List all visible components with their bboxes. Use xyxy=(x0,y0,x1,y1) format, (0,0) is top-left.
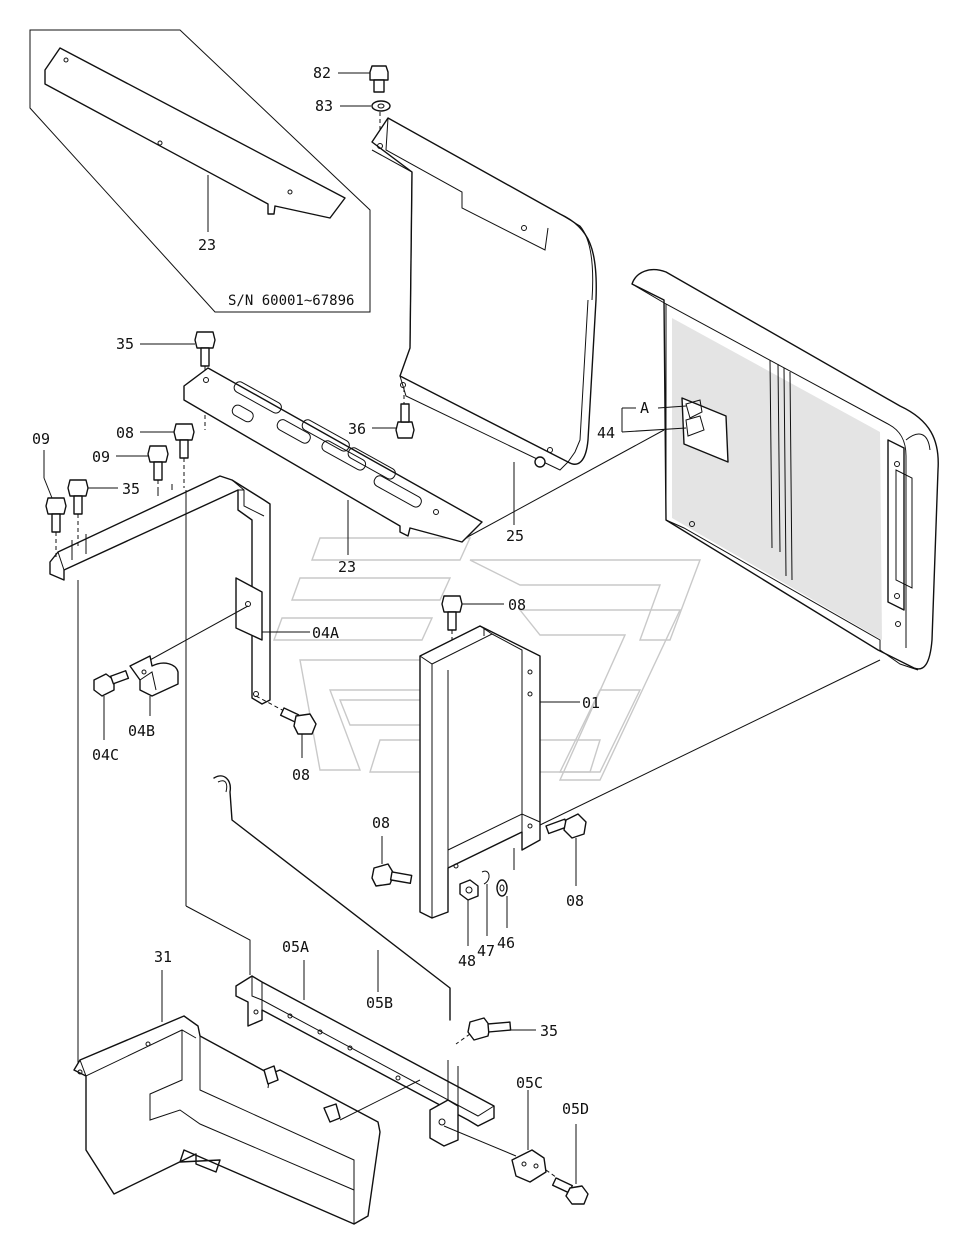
callout-04A: 04A xyxy=(312,624,339,642)
bolt-09-a xyxy=(45,497,67,533)
bolt-36 xyxy=(395,403,415,439)
callout-47: 47 xyxy=(477,942,495,960)
callout-23-inset: 23 xyxy=(198,236,216,254)
callout-35-left: 35 xyxy=(122,480,140,498)
callout-05A: 05A xyxy=(282,938,309,956)
bolt-35-top xyxy=(194,331,216,367)
callout-08-b: 08 xyxy=(292,766,310,784)
callout-46: 46 xyxy=(497,934,515,952)
callout-36: 36 xyxy=(348,420,366,438)
callout-05C: 05C xyxy=(516,1074,543,1092)
radiator-cover-44 xyxy=(631,268,939,671)
callout-35-top: 35 xyxy=(116,335,134,353)
rod-05B xyxy=(213,775,451,1021)
callout-09-b: 09 xyxy=(92,448,110,466)
bolt-35-left xyxy=(67,479,89,515)
bracket-05A xyxy=(235,975,495,1147)
stay-bracket xyxy=(49,475,271,705)
callout-44: 44 xyxy=(597,424,615,442)
callout-05B: 05B xyxy=(366,994,393,1012)
callout-01: 01 xyxy=(582,694,600,712)
frame-01 xyxy=(419,625,541,919)
serial-inset xyxy=(29,29,371,313)
nut-48 xyxy=(459,879,479,901)
bolt-08-a xyxy=(173,423,195,459)
cover-31 xyxy=(73,1015,381,1225)
bolt-04C xyxy=(93,670,130,697)
callout-08-a: 08 xyxy=(116,424,134,442)
callout-04C: 04C xyxy=(92,746,119,764)
callout-04B: 04B xyxy=(128,722,155,740)
callout-48: 48 xyxy=(458,952,476,970)
bolt-82 xyxy=(369,65,389,93)
plate-05C xyxy=(511,1149,547,1183)
callout-83: 83 xyxy=(315,97,333,115)
callout-09-a: 09 xyxy=(32,430,50,448)
bolt-08-e xyxy=(545,813,587,839)
callout-25: 25 xyxy=(506,527,524,545)
lockwasher-47 xyxy=(481,870,490,885)
bolt-05D xyxy=(551,1177,589,1205)
bolt-08-b xyxy=(279,707,317,735)
serial-number-note: S/N 60001~67896 xyxy=(228,293,354,309)
callout-31: 31 xyxy=(154,948,172,966)
callout-08-e: 08 xyxy=(566,892,584,910)
callout-23-main: 23 xyxy=(338,558,356,576)
side-panel-25 xyxy=(371,117,597,471)
washer-83 xyxy=(371,100,391,112)
callout-08-c: 08 xyxy=(508,596,526,614)
callout-08-d: 08 xyxy=(372,814,390,832)
washer-46 xyxy=(496,879,508,897)
callout-35-bottom: 35 xyxy=(540,1022,558,1040)
callout-82: 82 xyxy=(313,64,331,82)
callout-05D: 05D xyxy=(562,1100,589,1118)
slotted-plate-23 xyxy=(183,367,483,543)
bolt-08-d xyxy=(371,863,413,887)
bolt-09-b xyxy=(147,445,169,481)
detail-label-a: A xyxy=(640,399,649,417)
bolt-08-c xyxy=(441,595,463,631)
bolt-35-bottom xyxy=(467,1017,512,1041)
clamp-04B xyxy=(129,655,179,697)
